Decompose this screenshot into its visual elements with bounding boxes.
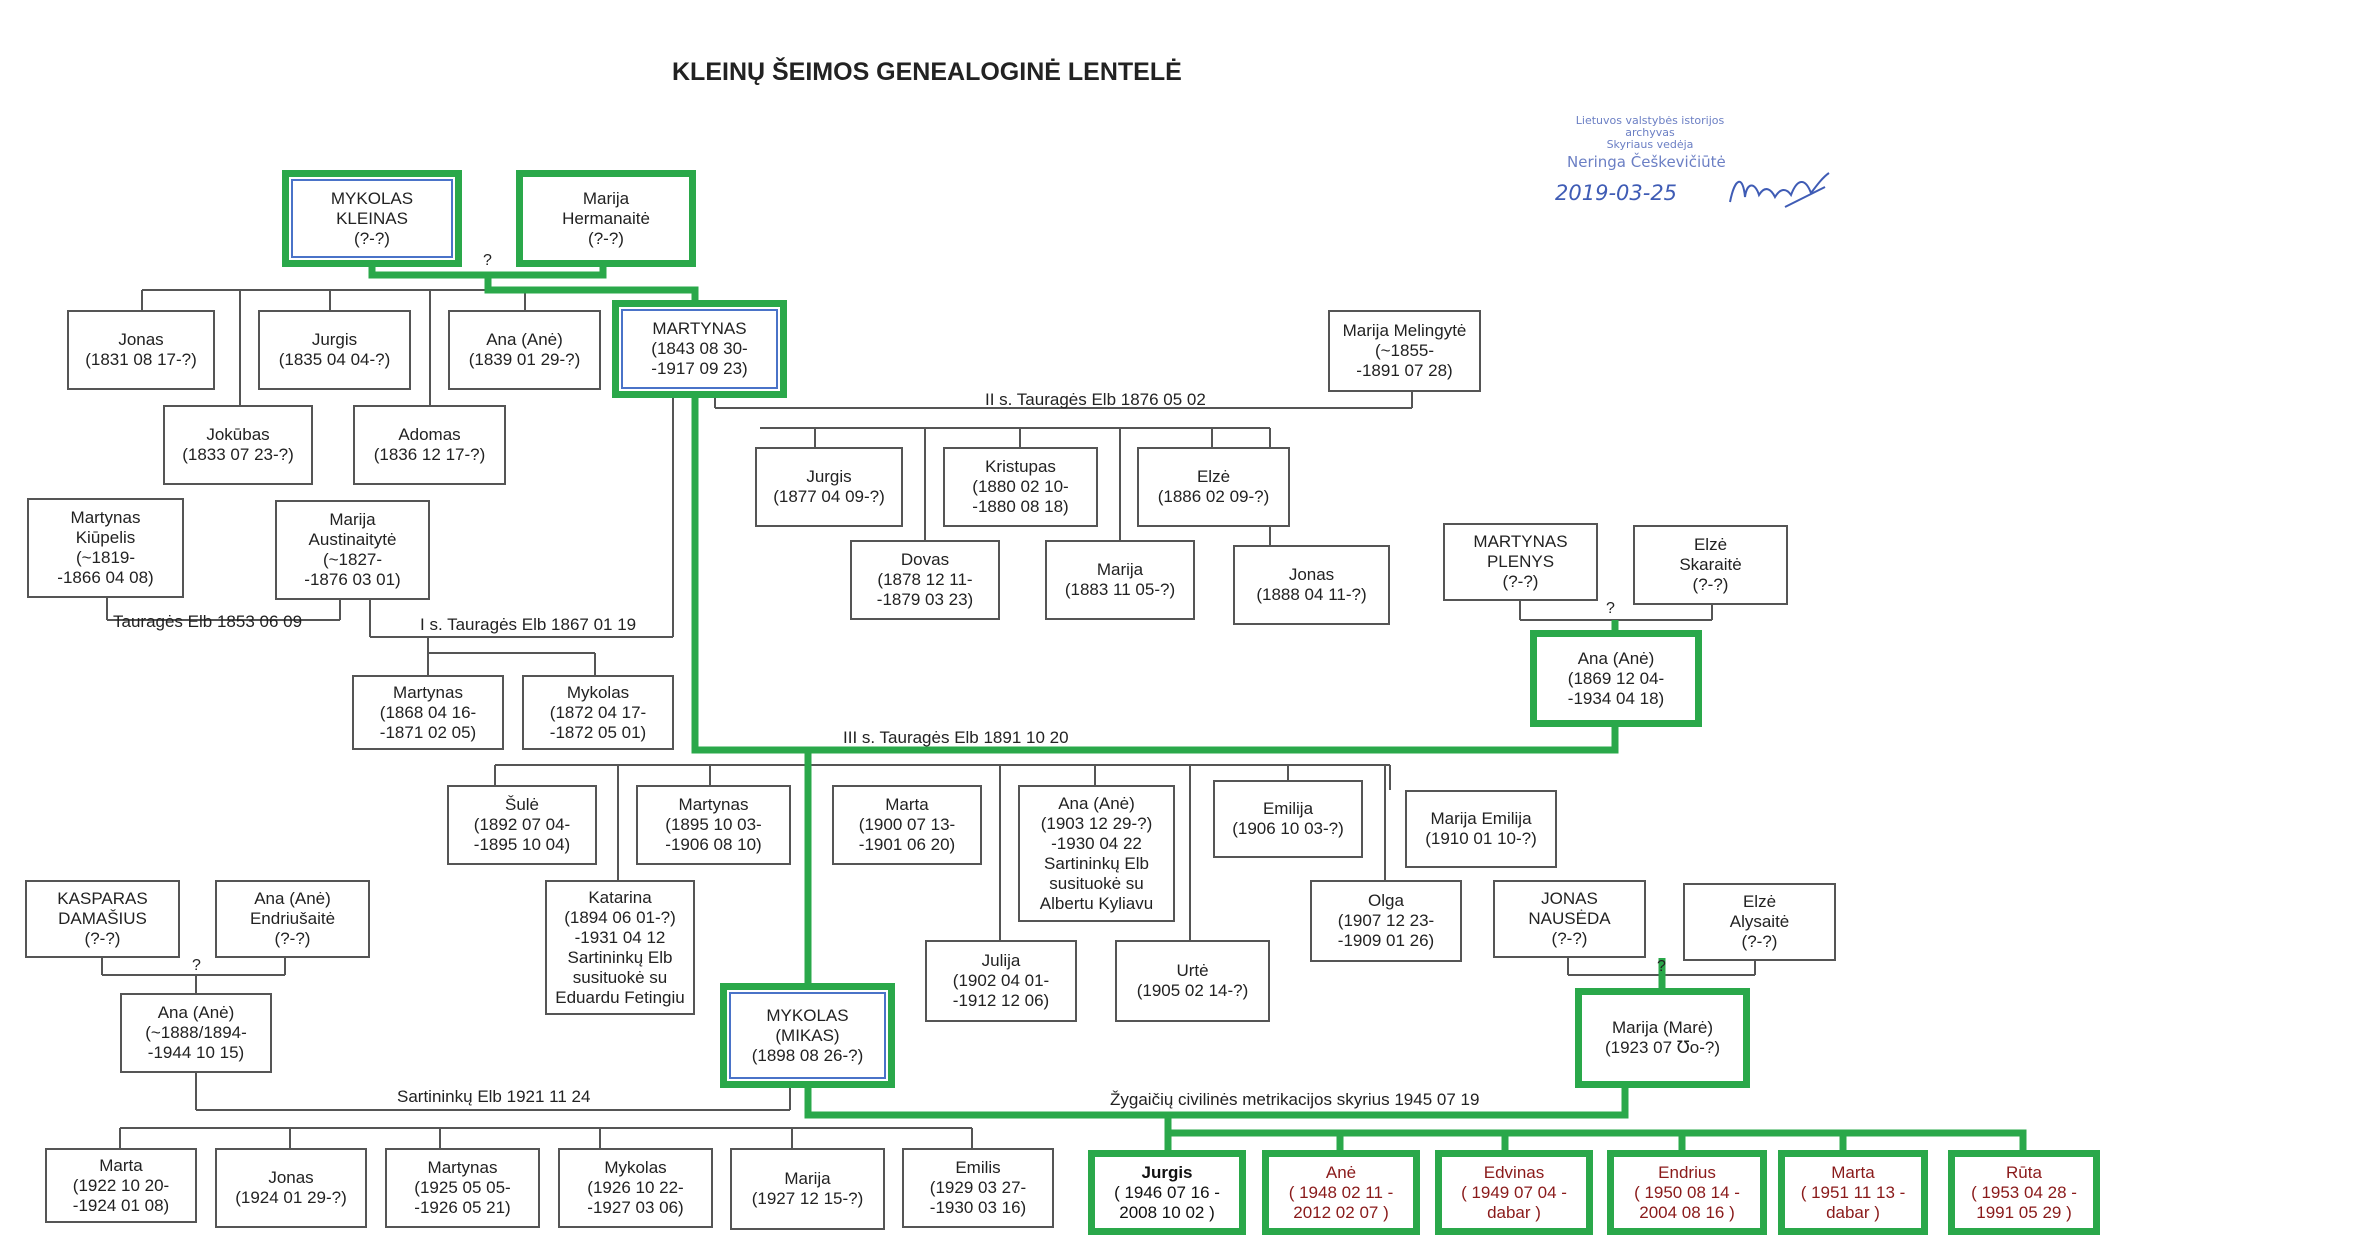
unknown-marriage-marker: ?: [483, 252, 492, 269]
person-martynas-1868: Martynas(1868 04 16--1871 02 05): [352, 675, 504, 750]
person-elze-1886: Elzė(1886 02 09-?): [1137, 447, 1290, 527]
person-mykolas-1926: Mykolas(1926 10 22--1927 03 06): [558, 1148, 713, 1228]
person-ana-1869: Ana (Anė)(1869 12 04--1934 04 18): [1530, 630, 1702, 727]
person-endrius-1950: Endrius( 1950 08 14 -2004 08 16 ): [1607, 1150, 1767, 1235]
person-ana-endriusaite: Ana (Anė)Endriušaitė(?-?): [215, 880, 370, 958]
person-emilija-1906: Emilija(1906 10 03-?): [1213, 780, 1363, 858]
person-marija-melingyte: Marija Melingytė(~1855--1891 07 28): [1328, 310, 1481, 392]
person-sule-1892: Šulė(1892 07 04--1895 10 04): [447, 785, 597, 865]
person-ana-1888: Ana (Anė)(~1888/1894--1944 10 15): [120, 993, 272, 1073]
unknown-marriage-marker: ?: [1657, 958, 1666, 975]
person-ruta-1953: Rūta( 1953 04 28 -1991 05 29 ): [1948, 1150, 2100, 1235]
person-mykolas-1872: Mykolas(1872 04 17--1872 05 01): [522, 675, 674, 750]
person-jurgis-1946: Jurgis( 1946 07 16 -2008 10 02 ): [1088, 1150, 1246, 1235]
page-title: KLEINŲ ŠEIMOS GENEALOGINĖ LENTELĖ: [672, 58, 1182, 86]
person-kristupas-1880: Kristupas(1880 02 10--1880 08 18): [943, 447, 1098, 527]
person-marija-mare-1923: Marija (Marė)(1923 07 ℧ο-?): [1575, 988, 1750, 1088]
person-urte-1905: Urtė(1905 02 14-?): [1115, 940, 1270, 1022]
person-edvinas-1949: Edvinas( 1949 07 04 -dabar ): [1435, 1150, 1593, 1235]
person-emilis-1929: Emilis(1929 03 27--1930 03 16): [902, 1148, 1054, 1228]
marriage-label-second: II s. Tauragės Elb 1876 05 02: [985, 390, 1206, 409]
unknown-marriage-marker: ?: [192, 957, 201, 974]
person-martynas-1925: Martynas(1925 05 05--1926 05 21): [385, 1148, 540, 1228]
person-jonas-1924: Jonas(1924 01 29-?): [215, 1148, 367, 1228]
person-jonas-1888: Jonas(1888 04 11-?): [1233, 545, 1390, 625]
person-marta-1951: Marta( 1951 11 13 -dabar ): [1778, 1150, 1928, 1235]
person-ana-1839: Ana (Anė)(1839 01 29-?): [448, 310, 601, 390]
marriage-label-sartininku: Sartininkų Elb 1921 11 24: [397, 1087, 591, 1106]
person-marta-1922: Marta(1922 10 20--1924 01 08): [45, 1148, 197, 1223]
person-martynas-1895: Martynas(1895 10 03--1906 08 10): [636, 785, 791, 865]
person-marta-1900: Marta(1900 07 13--1901 06 20): [832, 785, 982, 865]
stamp-organization: Lietuvos valstybės istorijos archyvas Sk…: [1575, 114, 1725, 151]
person-jonas-1831: Jonas(1831 08 17-?): [67, 310, 215, 390]
person-olga-1907: Olga(1907 12 23--1909 01 26): [1310, 880, 1462, 962]
person-ane-1948: Anė( 1948 02 11 -2012 02 07 ): [1262, 1150, 1420, 1235]
person-dovas-1878: Dovas(1878 12 11--1879 03 23): [850, 540, 1000, 620]
person-adomas-1836: Adomas(1836 12 17-?): [353, 405, 506, 485]
person-martynas-1843: MARTYNAS(1843 08 30--1917 09 23): [612, 300, 787, 398]
person-mykolas-mikas-1898: MYKOLAS(MIKAS)(1898 08 26-?): [720, 983, 895, 1088]
person-jurgis-1835: Jurgis(1835 04 04-?): [258, 310, 411, 390]
person-jokubas-1833: Jokūbas(1833 07 23-?): [163, 405, 313, 485]
person-marija-emilija-1910: Marija Emilija(1910 01 10-?): [1405, 790, 1557, 868]
stamp-name: Neringa Češkevičiūtė: [1567, 153, 1726, 171]
person-jurgis-1877: Jurgis(1877 04 09-?): [755, 447, 903, 527]
marriage-label-kiupelis: Tauragės Elb 1853 06 09: [113, 612, 303, 631]
person-julija-1902: Julija(1902 04 01--1912 12 06): [925, 940, 1077, 1022]
marriage-label-zygaiciu: Žygaičių civilinės metrikacijos skyrius …: [1110, 1090, 1480, 1109]
marriage-label-third: III s. Tauragės Elb 1891 10 20: [843, 728, 1069, 747]
signature-icon: [1729, 172, 1830, 208]
person-marija-1927: Marija(1927 12 15-?): [730, 1148, 885, 1230]
person-marija-1883: Marija(1883 11 05-?): [1045, 540, 1195, 620]
archive-stamp: Lietuvos valstybės istorijos archyvas Sk…: [1555, 114, 1830, 230]
marriage-label-first: I s. Tauragės Elb 1867 01 19: [420, 615, 637, 634]
stamp-date: 2019-03-25: [1555, 181, 1678, 205]
unknown-marriage-marker: ?: [1606, 600, 1615, 617]
